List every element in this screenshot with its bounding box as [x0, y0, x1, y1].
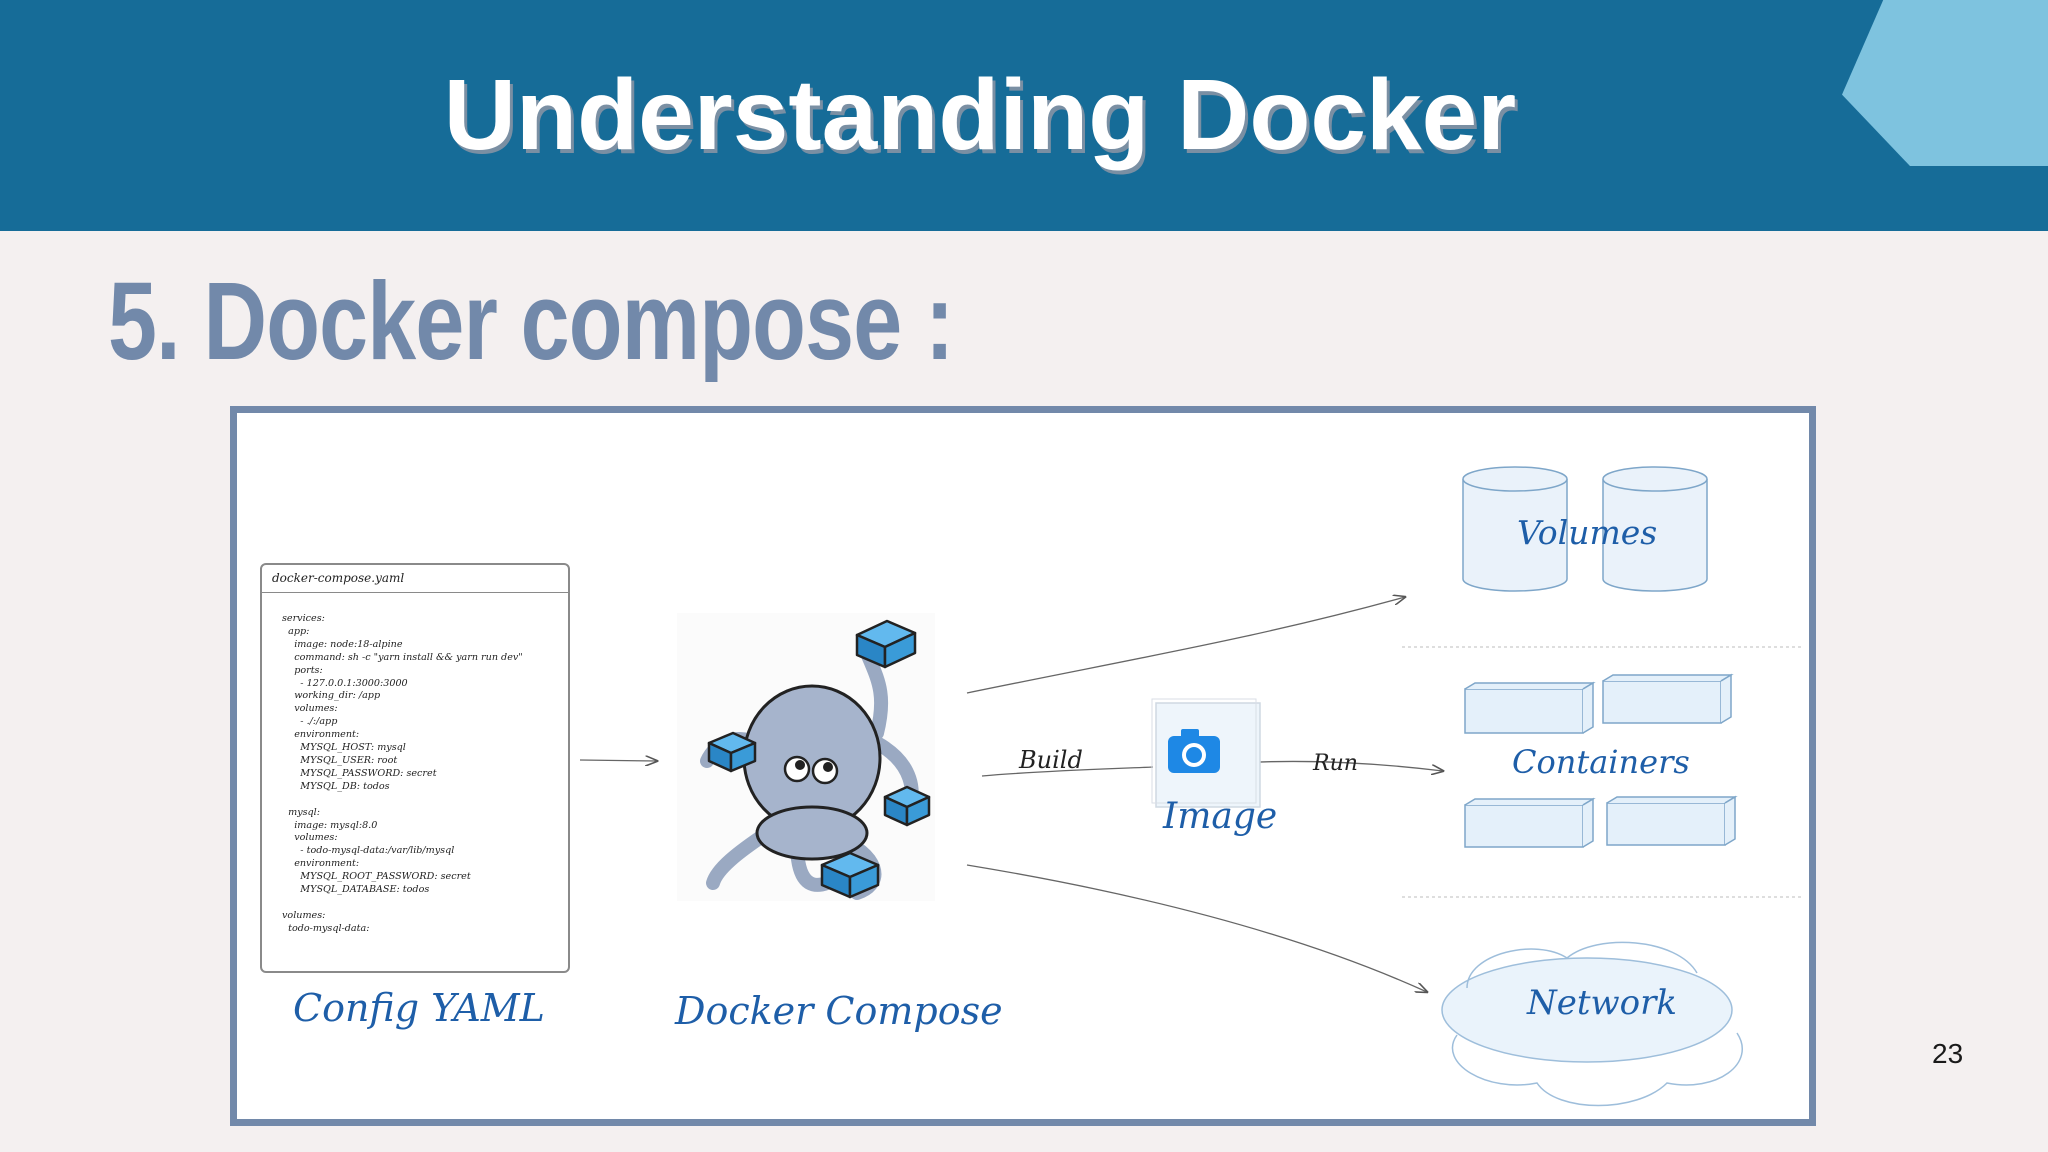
docker-compose-octopus-icon: [677, 613, 935, 901]
arrow-compose-to-image: [981, 766, 1154, 777]
slide-subtitle: 5. Docker compose :: [108, 260, 954, 383]
slide-title: Understanding Docker: [443, 59, 1517, 171]
label-run: Run: [1313, 751, 1358, 776]
title-banner: Understanding Docker: [0, 0, 2048, 231]
diagram-frame: docker-compose.yaml services: app: image…: [230, 406, 1816, 1126]
arrow-compose-to-volumes: [966, 597, 1405, 694]
label-docker-compose: Docker Compose: [675, 989, 1003, 1033]
label-network: Network: [1527, 983, 1677, 1023]
container-box-2: [1602, 673, 1734, 724]
label-build: Build: [1019, 746, 1083, 774]
volume-cylinder-1: [1462, 466, 1568, 592]
container-box-1: [1464, 681, 1596, 734]
label-config-yaml: Config YAML: [293, 986, 545, 1030]
label-containers: Containers: [1512, 743, 1690, 781]
arrow-compose-to-network: [966, 864, 1427, 992]
network-cloud: [1441, 941, 1743, 1107]
yaml-code: services: app: image: node:18-alpine com…: [282, 613, 523, 934]
yaml-filename: docker-compose.yaml: [272, 571, 405, 585]
camera-icon: [1168, 729, 1220, 773]
label-image: Image: [1163, 796, 1278, 837]
container-box-3: [1464, 797, 1596, 848]
container-box-4: [1606, 795, 1738, 846]
compose-diagram: [579, 466, 1802, 1107]
arrow-image-to-containers: [1236, 760, 1443, 771]
yaml-file-card: docker-compose.yaml services: app: image…: [260, 563, 570, 973]
container-boxes: [1464, 673, 1738, 848]
volume-cylinder-2: [1602, 466, 1708, 592]
arrow-yaml-to-compose: [579, 760, 657, 761]
label-volumes: Volumes: [1517, 513, 1658, 552]
page-number: 23: [1932, 1038, 1964, 1069]
yaml-header-divider: [262, 592, 568, 593]
